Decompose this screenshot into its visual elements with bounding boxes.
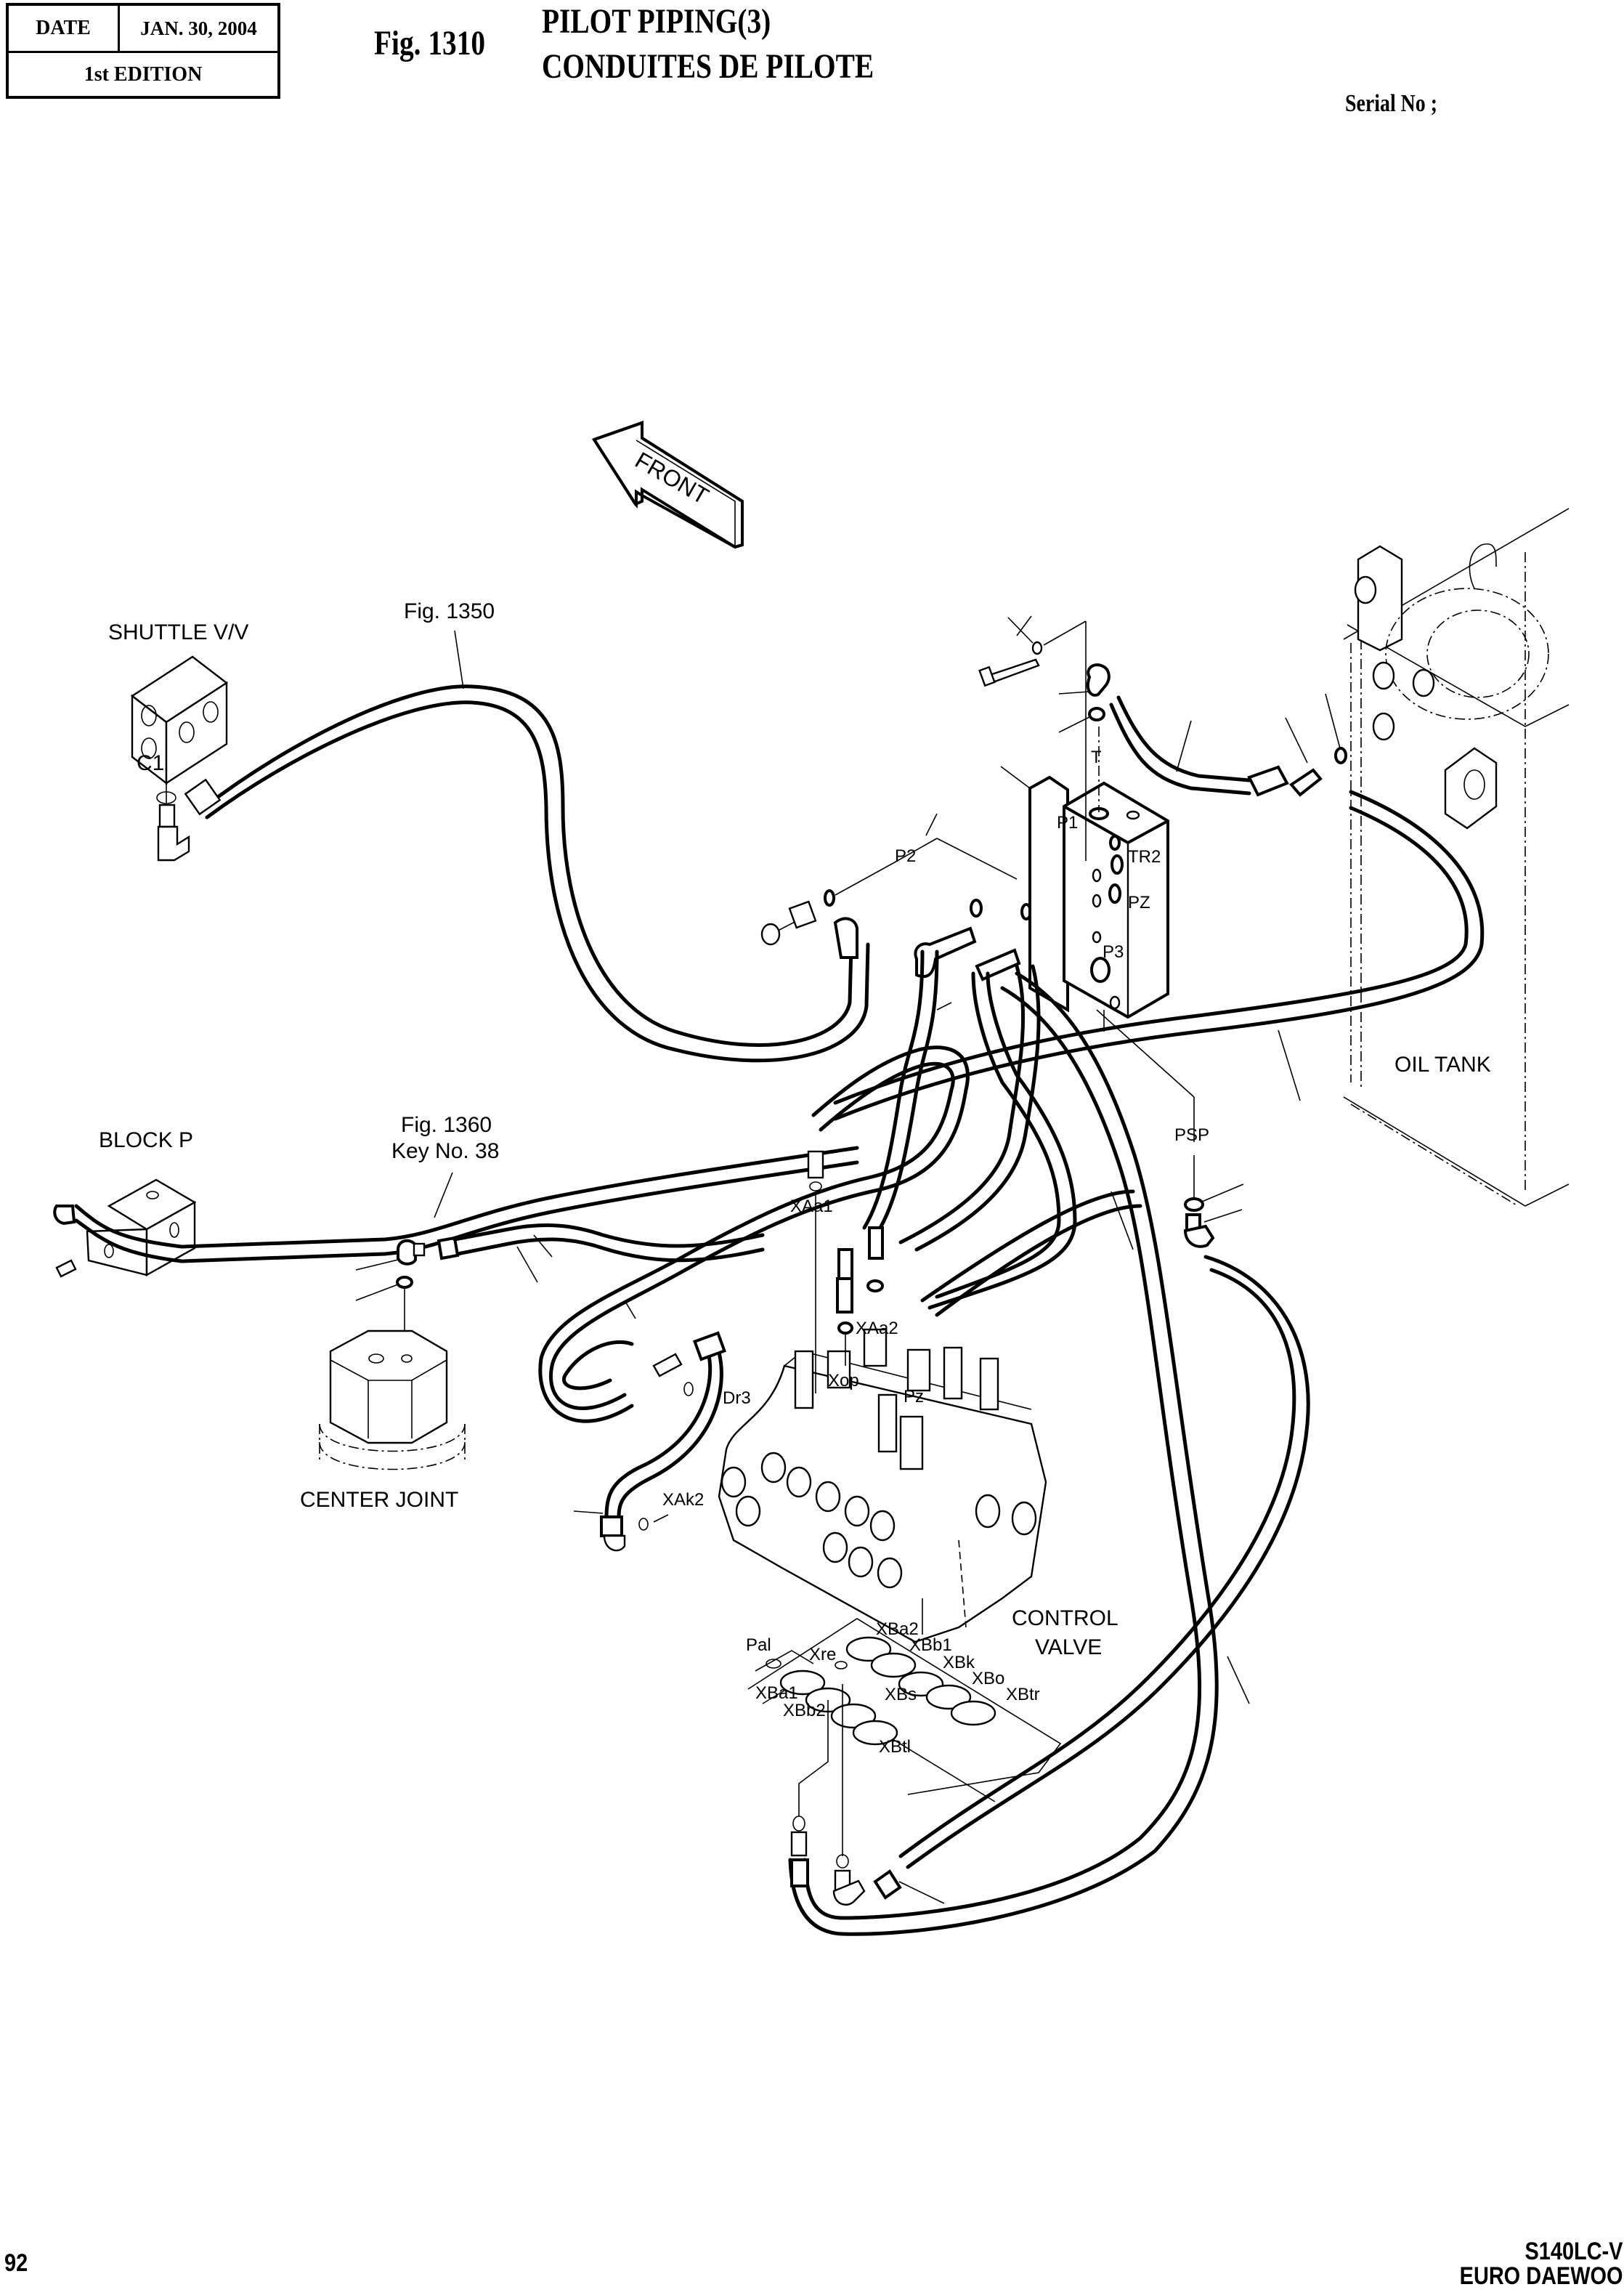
port-c1-label: C1 — [137, 751, 164, 775]
port-xbb2-label: XBb2 — [783, 1701, 826, 1720]
front-direction-arrow: FRONT — [591, 421, 744, 549]
key-no-38-reference: Key No. 38 — [391, 1139, 499, 1163]
work-ports — [720, 1452, 1037, 1589]
date-value: JAN. 30, 2004 — [140, 17, 257, 39]
port-dr3-label: Dr3 — [723, 1388, 751, 1408]
port-p3-label: P3 — [1103, 942, 1124, 962]
shuttle-valve-label: SHUTTLE V/V — [108, 620, 248, 644]
port-xre-label: Xre — [809, 1645, 836, 1664]
control-valve-label-line2: VALVE — [1035, 1635, 1102, 1659]
model-line-2: EURO DAEWOO — [1459, 2262, 1623, 2290]
page-title-english: PILOT PIPING(3) — [542, 2, 771, 41]
hose-fitting — [184, 778, 222, 816]
fig-1360-reference: Fig. 1360 — [401, 1113, 492, 1137]
port-xbb1-label: XBb1 — [909, 1635, 952, 1655]
shuttle-valve-block — [130, 655, 229, 862]
edition-info-box: DATE JAN. 30, 2004 1st EDITION — [6, 3, 280, 99]
port-xbo-label: XBo — [972, 1669, 1004, 1688]
model-name: S140LC-V EURO DAEWOO — [1459, 2239, 1623, 2288]
port-xak2-label: XAk2 — [662, 1490, 704, 1510]
spool-caps — [794, 1328, 999, 1470]
edition-label: 1st EDITION — [84, 62, 203, 86]
port-p2-label: P2 — [895, 846, 916, 866]
port-tr2-label: TR2 — [1128, 847, 1161, 867]
port-pz-lower-label: Pz — [904, 1387, 924, 1406]
t-port-fittings — [978, 617, 1111, 733]
xaa-fittings — [807, 1150, 884, 1393]
port-xop-label: Xop — [828, 1371, 859, 1391]
port-xbk-label: XBk — [943, 1653, 975, 1672]
center-joint — [319, 1329, 466, 1470]
block-p-label: BLOCK P — [99, 1128, 193, 1152]
bottom-fittings — [790, 1684, 945, 1906]
oil-tank-label: OIL TANK — [1394, 1053, 1491, 1077]
fig-1350-reference: Fig. 1350 — [404, 599, 495, 623]
date-label: DATE — [9, 6, 120, 51]
port-xaa2-label: XAa2 — [856, 1319, 898, 1338]
port-pz-label: PZ — [1128, 893, 1150, 912]
psp-fittings — [1096, 1009, 1244, 1248]
center-joint-label: CENTER JOINT — [300, 1488, 458, 1512]
dr3-fittings — [573, 1331, 726, 1552]
port-t-label: T — [1091, 748, 1102, 767]
control-valve-label-line1: CONTROL — [1012, 1606, 1118, 1630]
pilot-manifold-block — [1000, 621, 1169, 1032]
port-p1-label: P1 — [1057, 813, 1078, 833]
port-pal-label: Pal — [746, 1635, 771, 1655]
model-line-1: S140LC-V — [1524, 2238, 1623, 2265]
port-xbtl-label: XBtl — [879, 1737, 911, 1757]
port-xbtr-label: XBtr — [1006, 1685, 1040, 1704]
port-xba1-label: XBa1 — [755, 1683, 798, 1703]
port-flanges — [766, 1636, 996, 1746]
date-row: DATE JAN. 30, 2004 — [9, 6, 277, 53]
page-title-french: CONDUITES DE PILOTE — [542, 47, 874, 86]
oil-tank — [1343, 508, 1570, 1207]
bottom-port-plate — [747, 1618, 1062, 1802]
port-xbs-label: XBs — [885, 1685, 917, 1704]
figure-number: Fig. 1310 — [374, 24, 486, 62]
serial-number-label: Serial No ; — [1345, 90, 1437, 117]
page-number: 92 — [4, 2249, 28, 2277]
port-xba2-label: XBa2 — [876, 1619, 919, 1639]
port-psp-label: PSP — [1174, 1125, 1209, 1145]
port-xaa1-label: XAa1 — [790, 1197, 833, 1216]
control-valve — [718, 1328, 1047, 1643]
